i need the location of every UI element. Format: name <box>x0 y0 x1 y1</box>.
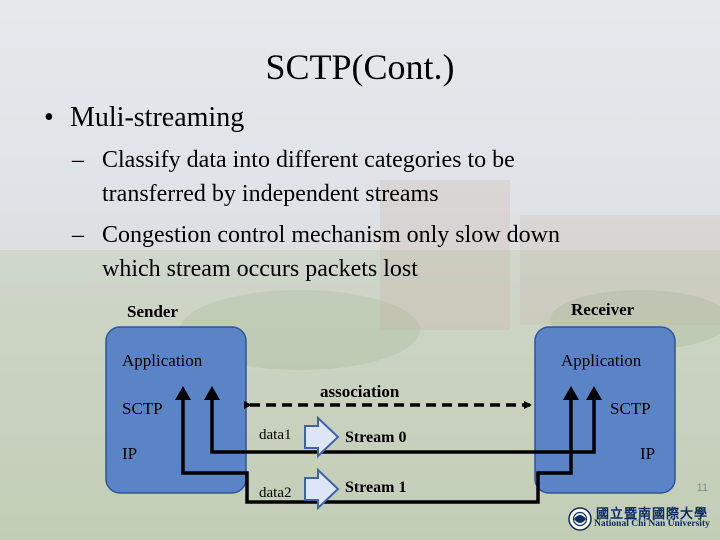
sub-item-1-line1: Classify data into different categories … <box>102 147 515 173</box>
sub-marker: – <box>72 147 84 173</box>
stream0-up-arrow-left <box>204 386 220 400</box>
sub-item-2-line1: Congestion control mechanism only slow d… <box>102 222 560 248</box>
sub-item-2: –Congestion control mechanism only slow … <box>72 218 672 286</box>
data1-label: data1 <box>259 427 292 443</box>
association-label: association <box>320 382 400 401</box>
receiver-ip-label: IP <box>640 444 656 463</box>
stream0-label: Stream 0 <box>345 429 407 446</box>
university-logo: 國立暨南國際大學 National Chi Nan University <box>568 502 716 536</box>
receiver-label: Receiver <box>571 300 635 319</box>
stream0-up-arrow-right <box>586 386 602 400</box>
sender-label: Sender <box>127 302 178 321</box>
bullet-item: • Muli-streaming <box>44 102 244 134</box>
sub-item-1-line2: transferred by independent streams <box>102 181 439 207</box>
sub-item-2-line2: which stream occurs packets lost <box>102 256 418 282</box>
stream0-block-arrow <box>304 415 340 459</box>
page-number: 11 <box>696 482 708 494</box>
stream1-up-arrow-right <box>563 386 579 400</box>
university-name-chinese: 國立暨南國際大學 <box>596 507 709 522</box>
sub-item-1: –Classify data into different categories… <box>72 143 672 211</box>
receiver-sctp-label: SCTP <box>610 399 651 418</box>
stream0-path <box>210 397 596 454</box>
university-emblem-icon <box>568 507 592 531</box>
receiver-application-label: Application <box>561 351 642 370</box>
data2-label: data2 <box>259 485 292 501</box>
stream1-up-arrow-left <box>175 386 191 400</box>
bullet-marker: • <box>44 102 54 133</box>
stream1-block-arrow <box>304 467 340 511</box>
bullet-text: Muli-streaming <box>70 102 245 133</box>
sender-application-label: Application <box>122 351 203 370</box>
sender-ip-label: IP <box>122 444 138 463</box>
sender-sctp-label: SCTP <box>122 399 163 418</box>
stream1-label: Stream 1 <box>345 479 407 496</box>
stream1-path <box>181 397 573 504</box>
university-name-english: National Chi Nan University <box>594 519 710 529</box>
sub-marker: – <box>72 222 84 248</box>
slide-title: SCTP(Cont.) <box>265 47 455 87</box>
